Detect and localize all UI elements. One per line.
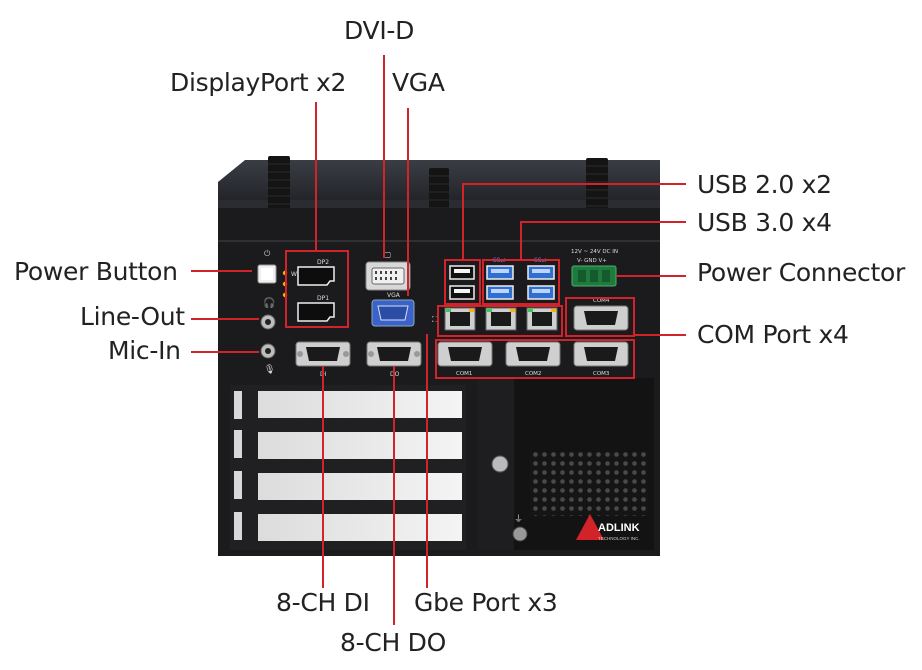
headphone-icon: 🎧 (263, 296, 275, 309)
svg-text:TECHNOLOGY INC.: TECHNOLOGY INC. (598, 536, 640, 541)
com-ports[interactable]: COM4 COM1 COM2 COM3 (437, 298, 629, 377)
label-displayport: DisplayPort x2 (170, 68, 347, 97)
ground-screw (512, 526, 528, 542)
svg-text:COM2: COM2 (525, 371, 541, 377)
vent-mesh (530, 452, 648, 516)
ground-icon: ⏚ (514, 514, 523, 525)
label-di: 8-CH DI (276, 588, 370, 617)
network-icon: ⛶ (431, 315, 438, 324)
label-dvi-d: DVI-D (344, 16, 415, 45)
gbe-ports[interactable]: ⛶ (431, 307, 558, 331)
vga-small-text: VGA (387, 292, 401, 299)
thumb-screw[interactable] (491, 455, 509, 473)
label-power-connector: Power Connector (697, 258, 905, 287)
brand-logo: ADLINK TECHNOLOGY INC. (576, 514, 640, 541)
label-power-button: Power Button (14, 257, 178, 286)
power-pins-text: V- GND V+ (577, 258, 607, 264)
dvi-d-connector[interactable]: 🖵 (365, 251, 411, 291)
svg-text:COM4: COM4 (593, 298, 610, 304)
power-icon: ⏻ (264, 249, 271, 258)
svg-text:DP1: DP1 (317, 295, 329, 302)
label-gbe: Gbe Port x3 (414, 588, 558, 617)
label-mic-in: Mic-In (108, 336, 181, 365)
displayport-connectors[interactable]: DP2 DP1 (297, 259, 335, 322)
label-com-port: COM Port x4 (697, 320, 849, 349)
svg-text:COM1: COM1 (456, 371, 472, 377)
label-do: 8-CH DO (340, 628, 446, 657)
svg-text:COM3: COM3 (593, 371, 610, 377)
label-line-out: Line-Out (80, 302, 185, 331)
wd-led-text: WD (291, 271, 302, 278)
vga-connector[interactable]: VGA (371, 292, 415, 327)
line-out-jack[interactable] (260, 314, 276, 330)
mic-icon: 🎙 (264, 364, 275, 375)
power-connector[interactable]: 12V ~ 24V DC IN V- GND V+ (571, 249, 618, 287)
monitor-icon: 🖵 (383, 251, 391, 260)
mic-in-jack[interactable] (260, 343, 276, 359)
svg-text:DP2: DP2 (317, 259, 329, 266)
label-usb3: USB 3.0 x4 (697, 208, 832, 237)
label-vga: VGA (392, 68, 445, 97)
label-usb2: USB 2.0 x2 (697, 170, 832, 199)
callout-lines (191, 55, 686, 625)
svg-text:ADLINK: ADLINK (598, 522, 640, 534)
usb2-ports[interactable] (449, 265, 475, 300)
power-spec-text: 12V ~ 24V DC IN (571, 249, 618, 255)
power-button[interactable] (257, 264, 277, 284)
